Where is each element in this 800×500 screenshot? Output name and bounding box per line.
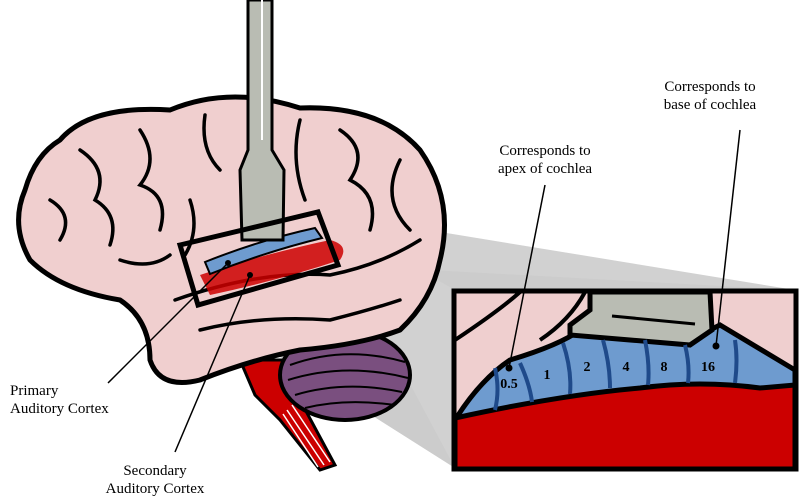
primary-label-line1: Primary bbox=[10, 383, 59, 399]
primary-marker bbox=[225, 260, 231, 266]
base-label-line1: Corresponds to bbox=[664, 79, 756, 95]
base-label-line2: base of cochlea bbox=[663, 97, 757, 113]
base-label: Corresponds to base of cochlea bbox=[635, 78, 785, 114]
freq-label: 1 bbox=[544, 368, 551, 383]
secondary-marker bbox=[247, 272, 253, 278]
primary-label-line2: Auditory Cortex bbox=[10, 401, 109, 417]
freq-label: 0.5 bbox=[500, 377, 518, 392]
nerve-lines bbox=[282, 404, 331, 468]
apex-label: Corresponds to apex of cochlea bbox=[470, 142, 620, 178]
callout-lines bbox=[107, 129, 741, 453]
tonotopic-labels: 0.5 1 2 4 8 16 bbox=[500, 360, 715, 392]
apex-label-line1: Corresponds to bbox=[499, 143, 591, 159]
primary-auditory-cortex bbox=[203, 226, 324, 276]
inset-secondary-cortex bbox=[455, 381, 795, 468]
primary-label: Primary Auditory Cortex bbox=[10, 382, 109, 418]
tonotopic-boundaries bbox=[493, 339, 739, 411]
freq-label: 8 bbox=[661, 360, 668, 375]
base-marker bbox=[712, 342, 720, 350]
cerebrum bbox=[16, 94, 447, 385]
freq-label: 4 bbox=[623, 360, 630, 375]
freq-label: 16 bbox=[701, 360, 715, 375]
secondary-label: Secondary Auditory Cortex bbox=[60, 462, 250, 498]
cerebellum-folds bbox=[287, 353, 409, 409]
apex-label-line2: apex of cochlea bbox=[497, 161, 593, 177]
apex-marker bbox=[505, 364, 513, 372]
secondary-label-line1: Secondary bbox=[123, 463, 187, 479]
zoom-region-outline bbox=[176, 209, 342, 309]
freq-label: 2 bbox=[584, 360, 591, 375]
secondary-auditory-cortex bbox=[200, 240, 344, 295]
inset-zoom-view bbox=[451, 288, 799, 472]
secondary-label-line2: Auditory Cortex bbox=[105, 481, 205, 497]
